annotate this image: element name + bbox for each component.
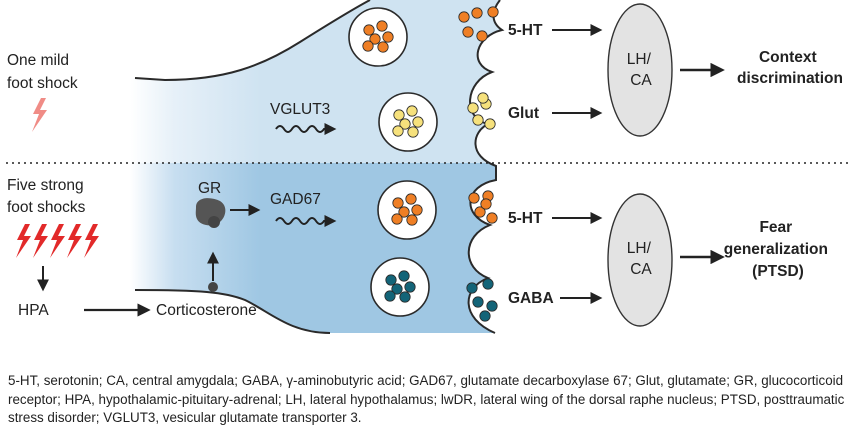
serotonin-release xyxy=(462,26,474,38)
serotonin-vesicle xyxy=(348,7,408,67)
lwdr-neuron-diagram: One mild foot shock Five strong foot sho… xyxy=(6,0,852,334)
svg-text:LH/ CA: LH/ CA xyxy=(627,51,655,89)
lightning-bolt-icon xyxy=(67,224,82,258)
gaba-release xyxy=(479,310,491,322)
svg-text:LH/ CA: LH/ CA xyxy=(627,240,655,278)
glutamate-release xyxy=(467,102,479,114)
gaba-release xyxy=(472,296,484,308)
gr-label: GR xyxy=(198,180,221,197)
gaba-release xyxy=(486,300,498,312)
lightning-bolt-icon xyxy=(50,224,65,258)
glucocorticoid-receptor-icon xyxy=(195,198,226,228)
vglut3-squiggle-arrow xyxy=(275,123,337,135)
lightning-bolt-icon xyxy=(16,224,31,258)
serotonin-release xyxy=(480,198,492,210)
vglut3-label: VGLUT3 xyxy=(270,101,330,118)
gaba-label: GABA xyxy=(508,290,554,307)
serotonin-release xyxy=(487,6,499,18)
gaba-vesicle xyxy=(370,257,430,317)
vesicles xyxy=(348,6,499,322)
corticosterone-label: Corticosterone xyxy=(156,302,257,319)
serotonin-vesicle xyxy=(377,180,437,240)
glutamate-release xyxy=(477,92,489,104)
lightning-bolt-icon xyxy=(33,224,48,258)
serotonin-release xyxy=(486,212,498,224)
bottom-target-region: LH/ CA xyxy=(607,193,673,327)
mild-shock-icon xyxy=(32,98,47,132)
serotonin-release xyxy=(458,11,470,23)
neuron-terminal xyxy=(130,0,505,334)
serotonin-release xyxy=(471,7,483,19)
hpa-label: HPA xyxy=(18,302,49,319)
gaba-release xyxy=(466,282,478,294)
bottom-outcome-label: Fear generalization (PTSD) xyxy=(724,219,833,280)
top-target-region: LH/ CA xyxy=(607,3,673,137)
strong-shocks-icon xyxy=(16,224,99,258)
glutamate-release xyxy=(484,118,496,130)
top-condition-label: One mild foot shock xyxy=(7,52,78,92)
gad67-label: GAD67 xyxy=(270,191,321,208)
bottom-serotonin-label: 5-HT xyxy=(508,210,543,227)
bottom-condition-label: Five strong foot shocks xyxy=(7,177,88,216)
serotonin-release xyxy=(476,30,488,42)
top-serotonin-label: 5-HT xyxy=(508,22,543,39)
glutamate-vesicle xyxy=(378,92,438,152)
figure-caption: 5-HT, serotonin; CA, central amygdala; G… xyxy=(8,373,845,425)
serotonin-release xyxy=(474,206,486,218)
corticosterone-dot xyxy=(208,282,218,292)
lightning-bolt-icon xyxy=(84,224,99,258)
serotonin-release xyxy=(468,192,480,204)
gad67-squiggle-arrow xyxy=(275,215,337,227)
glutamate-release xyxy=(472,114,484,126)
gaba-release xyxy=(482,278,494,290)
glutamate-label: Glut xyxy=(508,105,539,122)
top-outcome-label: Context discrimination xyxy=(737,49,843,87)
